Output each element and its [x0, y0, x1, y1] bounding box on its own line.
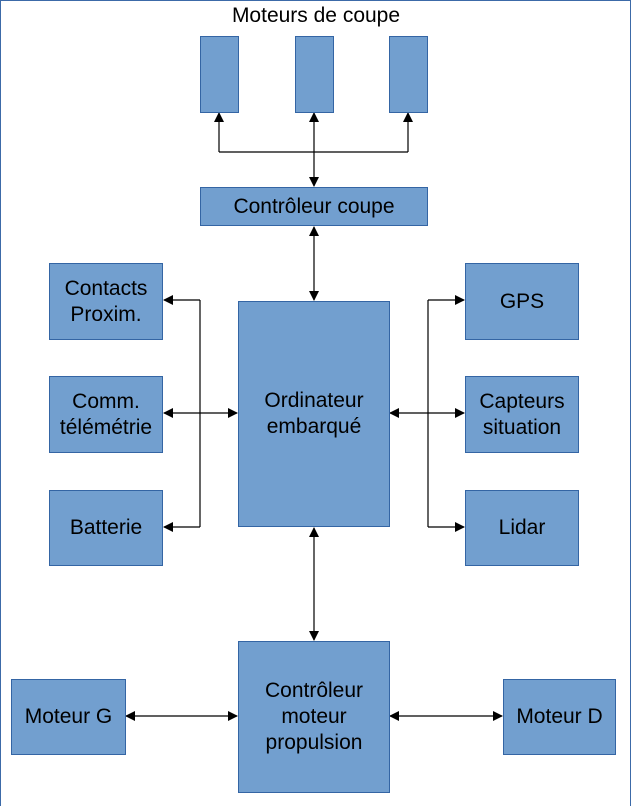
box-moteur-d: Moteur D [503, 679, 616, 755]
cutting-motor-2 [295, 36, 334, 113]
box-ordinateur: Ordinateur embarqué [238, 301, 390, 527]
cutting-motor-1 [200, 36, 239, 113]
title-moteurs-de-coupe: Moteurs de coupe [231, 4, 401, 27]
box-comm: Comm. télémétrie [49, 376, 163, 453]
box-moteur-g: Moteur G [11, 679, 126, 755]
box-gps: GPS [465, 263, 579, 340]
box-lidar: Lidar [465, 490, 579, 566]
cutting-motor-3 [389, 36, 428, 113]
box-contacts: Contacts Proxim. [49, 263, 163, 340]
box-batterie: Batterie [49, 490, 163, 566]
box-controleur-propulsion: Contrôleur moteur propulsion [238, 641, 390, 793]
box-capteurs: Capteurs situation [465, 376, 579, 453]
box-controleur-coupe: Contrôleur coupe [200, 187, 428, 226]
